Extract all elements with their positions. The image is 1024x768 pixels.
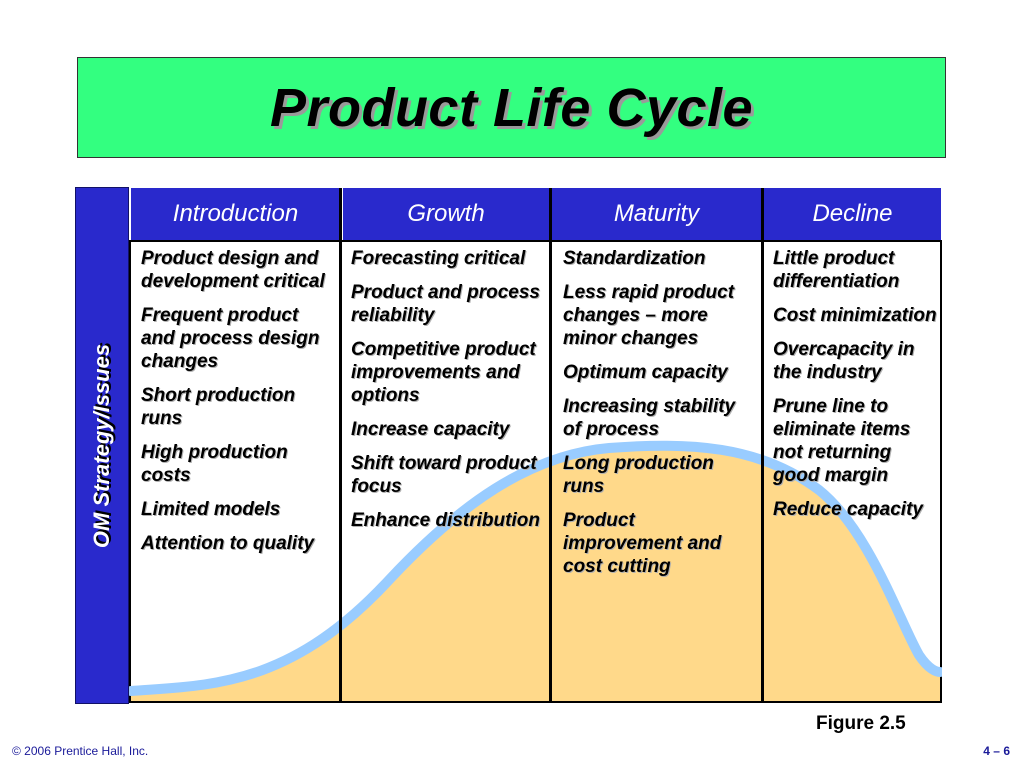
column-maturity: Standardization Less rapid product chang… [563, 247, 757, 589]
header-decline: Decline [764, 188, 941, 240]
page-number: 4 – 6 [983, 744, 1010, 758]
life-cycle-curve-graphic [129, 440, 942, 701]
header-growth-label: Growth [407, 200, 485, 227]
column-decline: Little product differentiation Cost mini… [773, 247, 937, 532]
list-item: Prune line to eliminate items not return… [773, 396, 911, 486]
column-divider-3 [761, 188, 764, 703]
list-item: Standardization [563, 248, 706, 269]
list-item: Product and process reliability [351, 282, 540, 326]
list-item: High production costs [141, 442, 288, 486]
title-banner: Product Life Cycle [77, 57, 946, 158]
life-cycle-curve [129, 440, 942, 696]
list-item: Limited models [141, 499, 281, 520]
list-item: Little product differentiation [773, 248, 900, 292]
list-item: Long production runs [563, 453, 714, 497]
column-divider-2 [549, 188, 552, 703]
life-cycle-area [131, 445, 940, 701]
list-item: Optimum capacity [563, 362, 728, 383]
header-maturity: Maturity [552, 188, 761, 240]
header-maturity-label: Maturity [613, 200, 700, 227]
list-item: Frequent product and process design chan… [141, 305, 320, 372]
column-divider-1 [339, 188, 342, 703]
header-introduction: Introduction [131, 188, 340, 240]
figure-label: Figure 2.5 [816, 713, 906, 734]
side-label-box: OM Strategy/Issues [75, 187, 129, 704]
list-item: Short production runs [141, 385, 296, 429]
list-item: Attention to quality [141, 533, 315, 554]
list-item: Increase capacity [351, 419, 510, 440]
list-item: Increasing stability of process [563, 396, 736, 440]
list-item: Enhance distribution [351, 510, 540, 531]
list-item: Overcapacity in the industry [773, 339, 915, 383]
list-item: Forecasting critical [351, 248, 526, 269]
slide-title: Product Life Cycle [269, 77, 754, 138]
list-item: Less rapid product changes – more minor … [563, 282, 735, 349]
list-item: Shift toward product focus [351, 453, 537, 497]
list-item: Product design and development critical [141, 248, 325, 292]
list-item: Competitive product improvements and opt… [351, 339, 536, 406]
header-growth: Growth [343, 188, 549, 240]
header-introduction-label: Introduction [172, 200, 299, 227]
header-decline-label: Decline [812, 200, 893, 227]
column-introduction: Product design and development critical … [141, 247, 333, 566]
list-item: Product improvement and cost cutting [563, 510, 722, 577]
list-item: Reduce capacity [773, 499, 923, 520]
side-label-text: OM Strategy/Issues [89, 343, 114, 548]
list-item: Cost minimization [773, 305, 937, 326]
column-growth: Forecasting critical Product and process… [351, 247, 545, 543]
copyright-footer: © 2006 Prentice Hall, Inc. [12, 744, 149, 758]
